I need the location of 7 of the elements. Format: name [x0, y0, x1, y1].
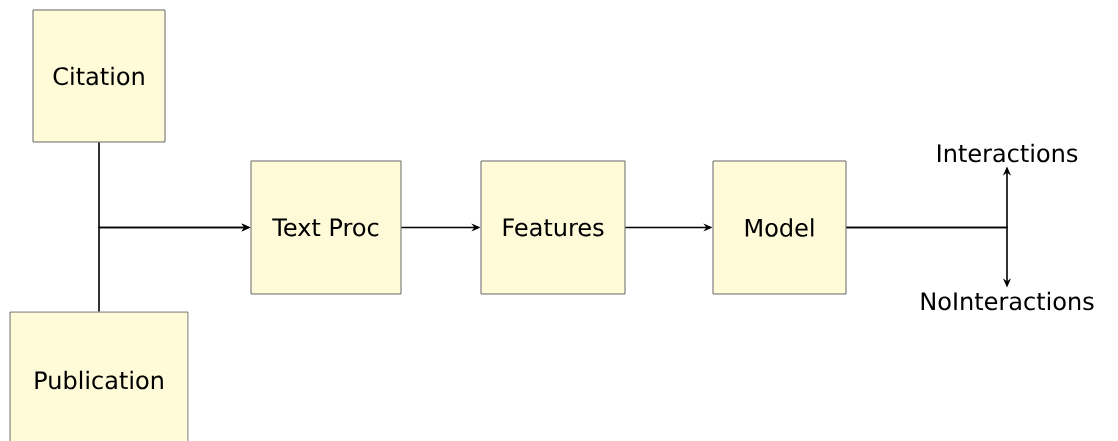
process-box: Features	[480, 160, 626, 295]
output-label: NoInteractions	[921, 291, 1094, 311]
process-box: Model	[712, 160, 847, 295]
process-box: Text Proc	[250, 160, 402, 295]
process-box: Citation	[32, 9, 166, 143]
process-box: Publication	[9, 311, 189, 441]
output-label: Interactions	[938, 143, 1078, 163]
